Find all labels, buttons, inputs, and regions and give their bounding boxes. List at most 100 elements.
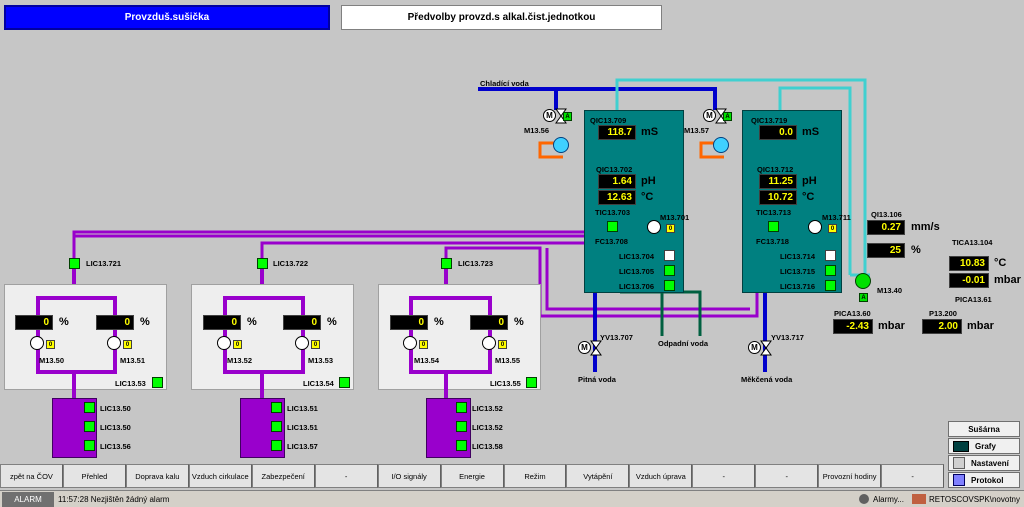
nav-empty-3[interactable]: - bbox=[755, 464, 819, 488]
unit1-fc-indicator bbox=[607, 221, 618, 232]
dryer2-fan1-icon[interactable] bbox=[217, 336, 231, 350]
unit2-pump-icon[interactable] bbox=[808, 220, 822, 234]
pica60-unit: mbar bbox=[878, 320, 905, 332]
status-bar: ALARM 11:57:28 Nezjištěn žádný alarm Ala… bbox=[0, 490, 1024, 507]
pct-value: 25 bbox=[867, 243, 905, 258]
dryer1-v1: 0 bbox=[15, 315, 53, 330]
unit1-ph-value: 1.64 bbox=[598, 174, 636, 189]
unit2-valve-motor-icon[interactable]: M bbox=[703, 109, 716, 122]
dryer1-lic-indicator bbox=[69, 258, 80, 269]
dryer1-m1-label: M13.50 bbox=[39, 356, 65, 365]
dryer2-pct1: % bbox=[247, 316, 257, 328]
unit1-valve-motor-icon[interactable]: M bbox=[543, 109, 556, 122]
nav-doprava-kalu[interactable]: Doprava kalu bbox=[125, 464, 189, 488]
unit2-lic3-indicator bbox=[825, 280, 836, 291]
nav-prehled[interactable]: Přehled bbox=[62, 464, 126, 488]
unit1-pump-label: M13.701 bbox=[660, 213, 690, 222]
fan-icon[interactable] bbox=[855, 273, 871, 289]
nav-provozni-hodiny[interactable]: Provozní hodiny bbox=[818, 464, 882, 488]
protokol-button[interactable]: Protokol bbox=[948, 472, 1020, 488]
nav-vzduch-uprava[interactable]: Vzduch úprava bbox=[629, 464, 693, 488]
p13-unit: mbar bbox=[967, 320, 994, 332]
dryer1-fan2-icon[interactable] bbox=[107, 336, 121, 350]
dryer3-fan1-state: 0 bbox=[419, 340, 428, 349]
dryer3-lic-label: LIC13.723 bbox=[458, 259, 494, 268]
dryer1-m2-label: M13.51 bbox=[120, 356, 146, 365]
unit1-ms-value: 118.7 bbox=[598, 125, 636, 140]
unit1-lic3-indicator bbox=[664, 280, 675, 291]
unit2-temp-value: 10.72 bbox=[759, 190, 797, 205]
unit2-valve-state: A bbox=[723, 112, 732, 121]
dryer3-fan2-state: 0 bbox=[498, 340, 507, 349]
dryer2-fan2-state: 0 bbox=[311, 340, 320, 349]
dryer1-v2: 0 bbox=[96, 315, 134, 330]
nav-empty-2[interactable]: - bbox=[692, 464, 756, 488]
cooling-water-label: Chladící voda bbox=[480, 79, 529, 88]
dryer2-t3-indicator bbox=[271, 440, 282, 451]
nastaveni-button[interactable]: Nastavení bbox=[948, 455, 1020, 471]
nav-empty-4[interactable]: - bbox=[881, 464, 945, 488]
nav-rezim[interactable]: Režim bbox=[503, 464, 567, 488]
tab-provzdus-susicka[interactable]: Provzduš.sušička bbox=[4, 5, 330, 30]
chart-icon bbox=[953, 440, 969, 452]
alarm-message: 11:57:28 Nezjištěn žádný alarm bbox=[58, 494, 170, 504]
alarms-button[interactable]: Alarmy... bbox=[859, 494, 904, 504]
nav-energie[interactable]: Energie bbox=[440, 464, 504, 488]
unit2-ms-value: 0.0 bbox=[759, 125, 797, 140]
dryer3-t2-label: LIC13.52 bbox=[472, 423, 503, 432]
unit1-yv-valve-icon[interactable] bbox=[590, 340, 602, 356]
grafy-label: Grafy bbox=[975, 441, 996, 451]
user-label: RETOSCOVSPK\novotny bbox=[929, 494, 1020, 504]
p13-value: 2.00 bbox=[922, 319, 962, 334]
dryer3-fan1-icon[interactable] bbox=[403, 336, 417, 350]
nav-io-signaly[interactable]: I/O signály bbox=[377, 464, 441, 488]
dryer3-lic-indicator bbox=[441, 258, 452, 269]
unit1-ms-unit: mS bbox=[641, 126, 659, 138]
unit1-lic1-indicator bbox=[664, 250, 675, 261]
dryer2-m1-label: M13.52 bbox=[227, 356, 253, 365]
protokol-label: Protokol bbox=[971, 475, 1004, 485]
unit1-heat-exchanger-icon bbox=[553, 137, 569, 153]
unit2-yv-valve-icon[interactable] bbox=[760, 340, 772, 356]
pct-unit: % bbox=[911, 244, 921, 256]
dryer3-t3-label: LIC13.58 bbox=[472, 442, 503, 451]
unit2-yv-motor-icon[interactable]: M bbox=[748, 341, 761, 354]
unit1-fc-label: FC13.708 bbox=[595, 237, 628, 246]
unit2-lic3-label: LIC13.716 bbox=[780, 282, 816, 291]
dryer1-t3-indicator bbox=[84, 440, 95, 451]
flow-value: 0.27 bbox=[867, 220, 905, 235]
unit2-ph-unit: pH bbox=[802, 175, 817, 187]
settings-icon bbox=[953, 457, 965, 469]
user-icon bbox=[912, 494, 926, 504]
unit1-temp-value: 12.63 bbox=[598, 190, 636, 205]
softened-water-label: Měkčená voda bbox=[741, 375, 793, 384]
unit1-ph-unit: pH bbox=[641, 175, 656, 187]
tab-predvolby[interactable]: Předvolby provzd.s alkal.čist.jednotkou bbox=[341, 5, 662, 30]
nav-vytapeni[interactable]: Vytápění bbox=[566, 464, 630, 488]
unit2-fc-label: FC13.718 bbox=[756, 237, 789, 246]
unit2-pump-label: M13.711 bbox=[822, 213, 851, 222]
dryer2-fan2-icon[interactable] bbox=[295, 336, 309, 350]
dryer2-fan1-state: 0 bbox=[233, 340, 242, 349]
nav-vzduch-cirkulace[interactable]: Vzduch cirkulace bbox=[188, 464, 252, 488]
dryer3-fan2-icon[interactable] bbox=[482, 336, 496, 350]
unit1-yv-motor-icon[interactable]: M bbox=[578, 341, 591, 354]
dryer2-t3-label: LIC13.57 bbox=[287, 442, 318, 451]
dryer2-t2-indicator bbox=[271, 421, 282, 432]
nav-zabezpeceni[interactable]: Zabezpečení bbox=[251, 464, 315, 488]
nav-zpet-na-cov[interactable]: zpět na ČOV bbox=[0, 464, 63, 488]
dryer1-fan1-icon[interactable] bbox=[30, 336, 44, 350]
alarm-button[interactable]: ALARM bbox=[2, 491, 54, 507]
unit1-pump-icon[interactable] bbox=[647, 220, 661, 234]
susarna-button[interactable]: Sušárna bbox=[948, 421, 1020, 437]
grafy-button[interactable]: Grafy bbox=[948, 438, 1020, 454]
dryer3-t2-indicator bbox=[456, 421, 467, 432]
user-indicator[interactable]: RETOSCOVSPK\novotny bbox=[912, 494, 1020, 504]
unit1-pump-state: 0 bbox=[666, 224, 675, 233]
unit2-yv-label: YV13.717 bbox=[771, 333, 804, 342]
pica61-label: PICA13.61 bbox=[955, 295, 992, 304]
alarm-bell-icon bbox=[859, 494, 870, 504]
unit1-lic2-label: LIC13.705 bbox=[619, 267, 655, 276]
unit1-yv-label: YV13.707 bbox=[600, 333, 633, 342]
nav-empty-1[interactable]: - bbox=[314, 464, 378, 488]
